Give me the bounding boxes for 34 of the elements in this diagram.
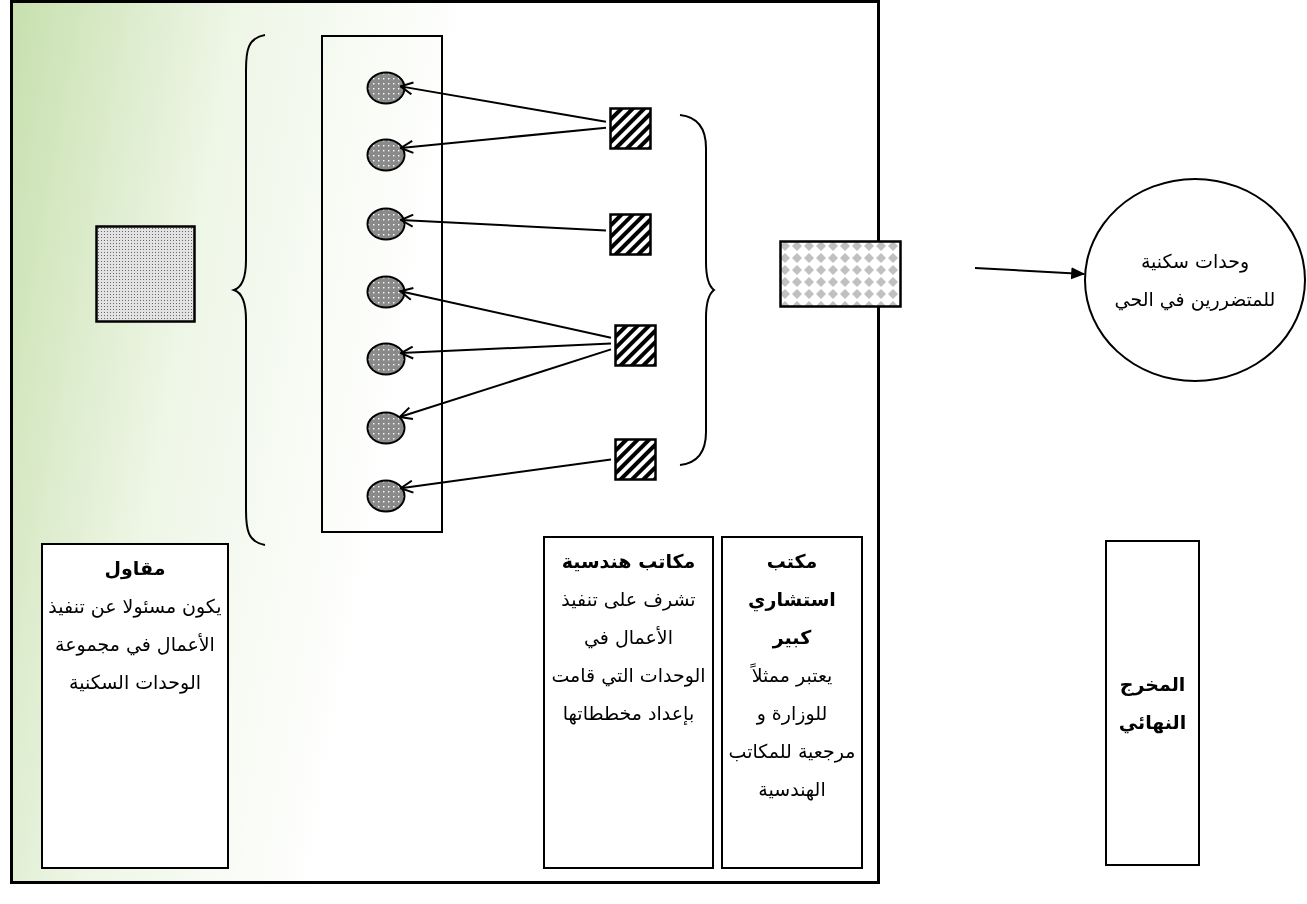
hatched-square [614, 438, 657, 481]
box-heading: مكاتب هندسية [561, 549, 696, 574]
arrow [399, 81, 607, 123]
arrow [399, 342, 612, 360]
hatched-square [609, 107, 652, 150]
dotted-circle [366, 275, 406, 309]
dotted-circle [366, 342, 406, 376]
box-text: تشرف على تنفيذ الأعمال في الوحدات التي قامت بإعداد مخططاتها [550, 587, 707, 727]
text-box [543, 536, 714, 869]
arrow [399, 213, 607, 232]
arrow [398, 348, 612, 421]
hatched-square [614, 324, 657, 367]
box-text: يعتبر ممثلاً للوزارة و مرجعية للمكاتب الهندسية [727, 662, 857, 803]
text-box [1105, 540, 1200, 866]
dotted-circle [366, 207, 406, 241]
arrow [399, 287, 612, 339]
hatched-square [609, 213, 652, 256]
box-text: وحدات سكنية للمتضررين في الحي [1113, 249, 1277, 313]
arrow [974, 267, 1086, 280]
box-heading: مكتب استشاري كبير [747, 549, 837, 651]
arrow [399, 458, 612, 494]
dotted-square [95, 225, 196, 323]
box-heading: المخرج النهائي [1117, 672, 1188, 736]
dotted-circle [366, 138, 406, 172]
box-text: يكون مسئولا عن تنفيذ الأعمال في مجموعة الوحدات السكنية [47, 594, 223, 696]
diamond-pattern-rectangle [779, 240, 902, 308]
dotted-circle [366, 479, 406, 513]
text-box [721, 536, 863, 869]
text-box [41, 543, 229, 869]
column-box [321, 35, 443, 533]
dotted-circle [366, 411, 406, 445]
dotted-circle [366, 71, 406, 105]
box-heading: مقاول [104, 556, 166, 582]
arrow [399, 126, 607, 154]
